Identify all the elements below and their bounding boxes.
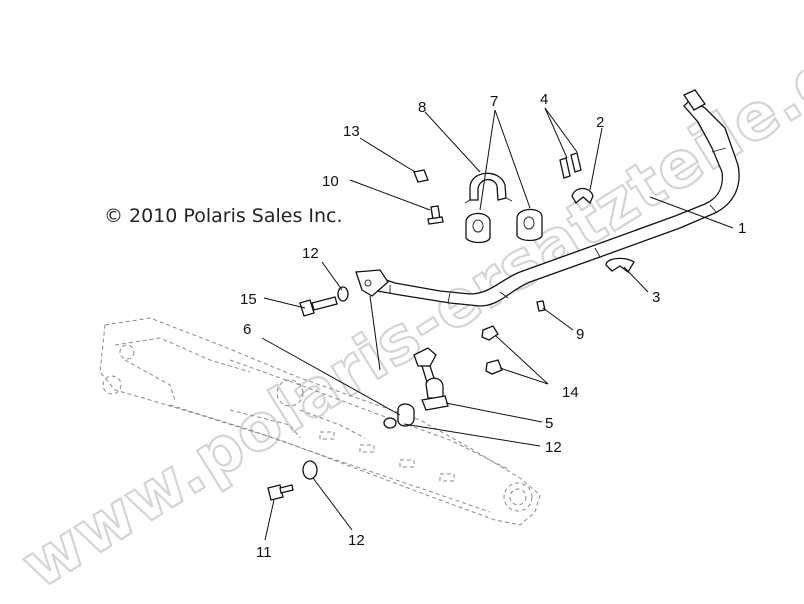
- callout-3: 3: [652, 289, 660, 306]
- stabilizer-link: [413, 347, 449, 411]
- callout-2: 2: [596, 114, 604, 131]
- callout-labels: 1 2 3 4 5 6 7 8 9 10 11 12 12 12 13 14 1…: [240, 91, 746, 561]
- callout-5: 5: [545, 415, 553, 432]
- callout-15: 15: [240, 291, 257, 308]
- clamp-upper: [464, 172, 513, 204]
- clamp-bushing-left: [465, 212, 491, 244]
- bolt-10: [427, 205, 444, 225]
- copyright-text: © 2010 Polaris Sales Inc.: [104, 205, 343, 227]
- callout-7: 7: [490, 93, 498, 110]
- bolt-11: [267, 484, 294, 501]
- callout-13: 13: [343, 123, 360, 140]
- bolt-15: [299, 296, 338, 317]
- watermark-text: www.polaris-ersatzteile.de: [9, 13, 804, 603]
- bushing-lower: [605, 257, 635, 273]
- washer-12-middle: [383, 417, 397, 429]
- callout-14: 14: [562, 384, 579, 401]
- stabilizer-bar: [355, 89, 740, 307]
- bushing-top: [571, 187, 594, 205]
- callout-4: 4: [540, 91, 548, 108]
- clamp-bushing-right: [516, 208, 543, 242]
- nut-14-lower: [485, 359, 503, 375]
- trailing-arm-frame: [99, 317, 541, 526]
- nut-14-upper: [481, 325, 499, 341]
- nut-9: [536, 300, 546, 312]
- callout-6: 6: [243, 321, 251, 338]
- callout-12-bottom: 12: [348, 532, 365, 549]
- callout-10: 10: [322, 173, 339, 190]
- leader-lines: [261, 107, 734, 541]
- bracket-bolts: [559, 152, 582, 179]
- washer-12-top: [337, 286, 349, 302]
- callout-11: 11: [256, 544, 272, 561]
- callout-8: 8: [418, 99, 426, 116]
- callout-12-middle: 12: [545, 439, 562, 456]
- nut-13: [413, 169, 429, 183]
- callout-12-top: 12: [302, 245, 319, 262]
- spacer-6: [397, 403, 415, 427]
- callout-1: 1: [738, 220, 746, 237]
- washer-12-bottom: [302, 460, 318, 480]
- callout-9: 9: [576, 326, 584, 343]
